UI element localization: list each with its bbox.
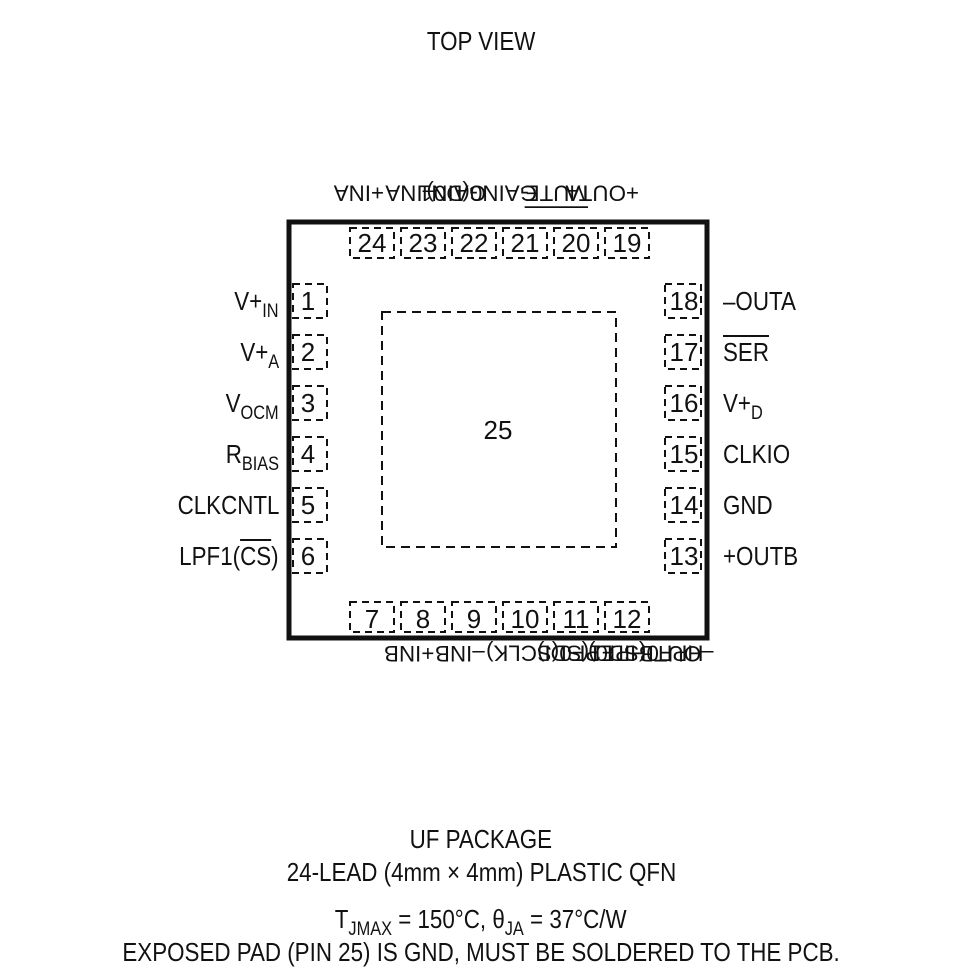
- pin-number-21: 21: [510, 228, 540, 258]
- pin-number-6: 6: [300, 541, 316, 571]
- pin-pad-20: [553, 227, 599, 259]
- thermal-spec: TJMAX = 150°C, θJA = 37°C/W: [335, 904, 627, 940]
- package-body: [286, 219, 710, 641]
- pin-number-11: 11: [562, 604, 590, 634]
- view-title: TOP VIEW: [426, 26, 536, 56]
- pin-pad-12: [604, 601, 650, 633]
- pin-number-1: 1: [300, 286, 316, 316]
- pin-number-12: 12: [612, 604, 642, 634]
- pin-number-20: 20: [561, 228, 591, 258]
- pin-number-16: 16: [669, 388, 699, 418]
- pin-label-16: V+D: [723, 388, 763, 424]
- pin-number-24: 24: [357, 228, 387, 258]
- pin-pad-8: [400, 601, 446, 633]
- pin-label-12: –OUTB: [639, 640, 714, 667]
- pin-label-1: V+IN: [234, 286, 279, 322]
- pin-label-19: +OUTA: [565, 180, 639, 207]
- pin-pad-4: [292, 436, 328, 472]
- pin-pad-1: [292, 283, 328, 319]
- pin-number-23: 23: [408, 228, 438, 258]
- pin-label-6: LPF1(CS): [179, 541, 279, 571]
- pin-label-7: +INB: [384, 640, 435, 667]
- pin-label-2: V+A: [240, 337, 279, 373]
- pin-number-14: 14: [669, 490, 699, 520]
- pin-label-14: GND: [723, 490, 773, 520]
- pin-number-2: 2: [300, 337, 316, 367]
- pin-pad-2: [292, 334, 328, 370]
- pin-number-17: 17: [669, 337, 699, 367]
- pin-pad-15: [664, 436, 702, 472]
- pin-number-9: 9: [466, 604, 482, 634]
- package-description: 24-LEAD (4mm × 4mm) PLASTIC QFN: [286, 857, 676, 887]
- pin-number-5: 5: [300, 490, 316, 520]
- pin-number-19: 19: [612, 228, 642, 258]
- package-name: UF PACKAGE: [409, 824, 553, 854]
- pin-label-13: +OUTB: [723, 541, 799, 571]
- pin-pad-21: [502, 227, 548, 259]
- pin-number-4: 4: [300, 439, 316, 469]
- pin-number-15: 15: [669, 439, 699, 469]
- pin-pad-23: [400, 227, 446, 259]
- pin-pad-7: [349, 601, 395, 633]
- pin-number-22: 22: [459, 228, 489, 258]
- pin-pad-16: [664, 385, 702, 421]
- pin-pad-5: [292, 487, 328, 523]
- pin-pad-10: [502, 601, 548, 633]
- pin-label-5: CLKCNTL: [177, 490, 279, 520]
- pin-pad-22: [451, 227, 497, 259]
- pin-number-3: 3: [300, 388, 316, 418]
- pin-pad-3: [292, 385, 328, 421]
- pin-label-8: –INB: [435, 640, 485, 667]
- pin-label-10: HPF1(SDI): [537, 640, 647, 667]
- pin-pad-11: [553, 601, 599, 633]
- pin-number-13: 13: [669, 541, 699, 571]
- pin-pad-19: [604, 227, 650, 259]
- pin-pad-14: [664, 487, 702, 523]
- pin-number-8: 8: [415, 604, 431, 634]
- pin-number-18: 18: [669, 286, 699, 316]
- pin-label-9: LPF0(SCLK): [486, 640, 613, 667]
- pin-pad-18: [664, 283, 702, 319]
- exposed-pad-number: 25: [483, 415, 513, 445]
- pin-label-15: CLKIO: [723, 439, 791, 469]
- pin-label-3: VOCM: [225, 388, 279, 424]
- pin-pad-9: [451, 601, 497, 633]
- exposed-pad-note: EXPOSED PAD (PIN 25) IS GND, MUST BE SOL…: [122, 937, 840, 967]
- pin-pad-6: [292, 538, 328, 574]
- pin-pad-17: [664, 334, 702, 370]
- pin-number-10: 10: [510, 604, 540, 634]
- pin-label-18: –OUTA: [723, 286, 796, 316]
- exposed-pad: [381, 311, 617, 548]
- pin-label-11: HPF0(SD0): [588, 640, 704, 667]
- pin-pad-24: [349, 227, 395, 259]
- pin-label-4: RBIAS: [225, 439, 279, 475]
- pin-label-17: SER: [723, 337, 769, 367]
- pin-number-7: 7: [364, 604, 380, 634]
- pin-pad-13: [664, 538, 702, 574]
